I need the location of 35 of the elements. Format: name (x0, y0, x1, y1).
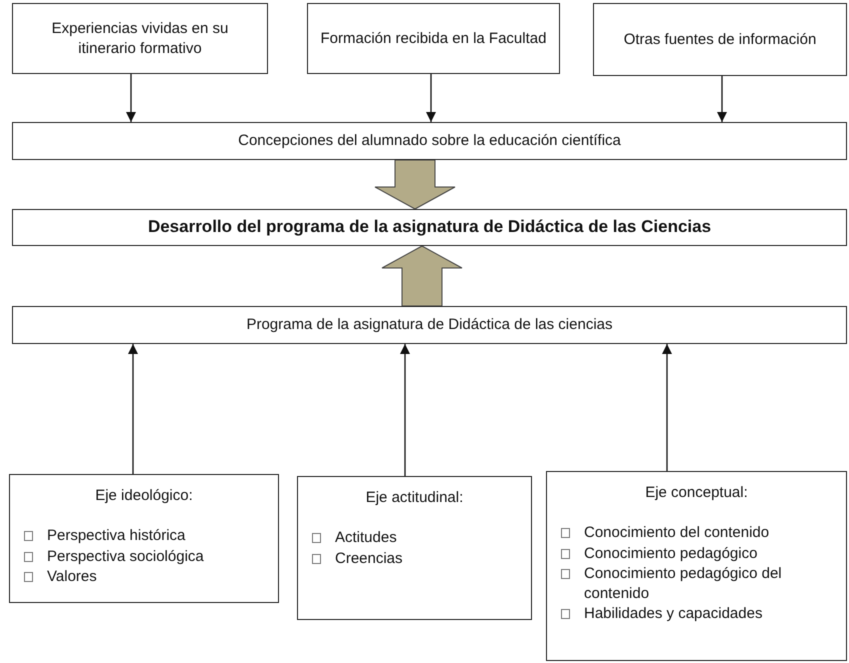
arrow (717, 76, 727, 122)
box-text: Experiencias vividas en su itinerario formativo (50, 19, 230, 58)
source-box (307, 3, 560, 74)
list-item: Conocimiento pedagógico del contenido (584, 564, 783, 603)
list-item: Conocimiento pedagógico (584, 544, 758, 563)
box-text: Otras fuentes de información (624, 30, 816, 50)
main-box (12, 209, 847, 246)
list-item: Perspectiva sociológica (47, 546, 204, 566)
list-box (546, 471, 847, 661)
list-item: Habilidades y capacidades (584, 604, 762, 624)
box-text: Concepciones del alumnado sobre la educación científica (238, 131, 621, 151)
wide-box (12, 122, 847, 160)
list-item: Creencias (335, 548, 403, 568)
list-item: Actitudes (335, 528, 397, 548)
box-text: Formación recibida en la Facultad (320, 28, 546, 48)
list-item: Perspectiva histórica (47, 526, 186, 546)
box-heading: Eje ideológico: (94, 487, 194, 504)
list-item: Valores (47, 567, 97, 586)
box-heading: Eje actitudinal: (364, 489, 464, 506)
arrow (128, 344, 138, 474)
list-box (297, 476, 532, 620)
arrow (126, 74, 136, 122)
box-text: Desarrollo del programa de la asignatura de Didáctica de las Ciencias (148, 216, 712, 238)
arrow (662, 344, 672, 471)
block-arrow (374, 160, 456, 210)
box-text: Programa de la asignatura de Didáctica de las ciencias (246, 315, 613, 335)
list-item: Conocimiento del contenido (584, 523, 770, 542)
box-heading: Eje conceptual: (644, 484, 749, 501)
arrow (400, 344, 410, 476)
block-arrow (382, 245, 462, 306)
wide-box (12, 306, 847, 344)
source-box (593, 3, 847, 76)
list-box (9, 474, 279, 603)
arrow (426, 74, 436, 122)
source-box (12, 3, 268, 74)
